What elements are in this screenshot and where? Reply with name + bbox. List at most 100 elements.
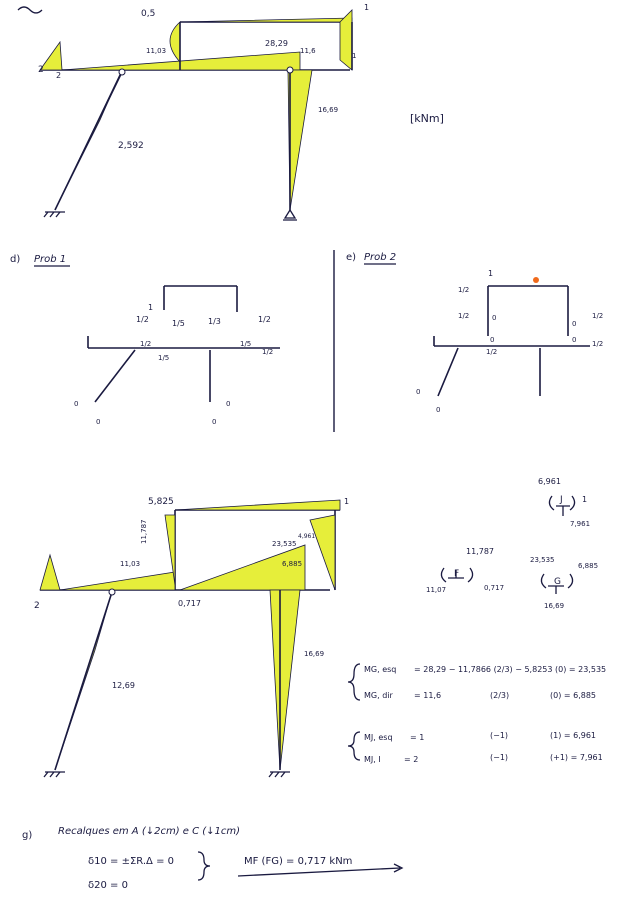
hinge-node [118, 68, 126, 76]
result-underline [237, 867, 401, 877]
label-2: 2 [38, 65, 44, 75]
val-one: 1 [148, 303, 153, 312]
node-J: 6,961 J 1 7,961 [538, 477, 590, 528]
eq1-lhs: MG, esq [364, 665, 396, 674]
eq4-lhs: MJ, I [364, 755, 381, 764]
val-zero-d: 0 [212, 418, 216, 426]
strut [94, 349, 136, 403]
node-G-letter: G [554, 577, 561, 587]
val-zero-c: 0 [572, 336, 576, 344]
node-F-right: 0,717 [484, 584, 504, 592]
fill-beam-right [179, 544, 306, 591]
section-g-title: Recalques em A (↓2cm) e C (↓1cm) [58, 826, 240, 837]
node-F-left: 11,07 [426, 586, 446, 594]
val-half-c: 1/2 [592, 312, 603, 320]
val-2: 2 [34, 601, 40, 611]
node-G: 23,535 G 6,885 16,69 [530, 556, 598, 610]
section-g-eq1: δ10 = ±ΣR.Δ = 0 [88, 856, 174, 867]
val-1: 1 [344, 497, 349, 506]
val-half-b: 1/2 [258, 315, 271, 324]
fill-cantilever [39, 553, 61, 591]
val-third-a: 1/3 [208, 317, 221, 326]
label-1669: 16,69 [318, 106, 338, 114]
section-g: g) Recalques em A (↓2cm) e C (↓1cm) δ10 … [22, 826, 404, 891]
val-fifth-a: 1/5 [172, 319, 185, 328]
squiggle-mark [17, 6, 43, 14]
val-half-a: 1/2 [458, 286, 469, 294]
node-G-left: 23,535 [530, 556, 555, 564]
marker-dot [533, 277, 539, 283]
val-0717: 0,717 [178, 599, 201, 608]
val-zero-d: 0 [490, 336, 494, 344]
fill-post [164, 514, 176, 586]
label-2592: 2,592 [118, 141, 144, 151]
val-zero-f: 0 [436, 406, 440, 414]
fill-beam-left [59, 571, 176, 591]
moment-fill-beam [61, 51, 301, 71]
support-C [283, 208, 297, 221]
node-F-top: 11,787 [466, 547, 494, 556]
support-C [268, 771, 290, 778]
val-5825: 5,825 [148, 497, 174, 507]
val-zero-c: 0 [226, 400, 230, 408]
eq3-mid: (−1) [490, 731, 508, 740]
section-d-title: Prob 1 [34, 254, 66, 265]
label-1103: 11,03 [146, 47, 166, 55]
label-2b: 2 [56, 71, 61, 80]
eq3-right: (1) = 6,961 [550, 731, 596, 740]
arrow-icon [393, 863, 404, 873]
node-G-right: 6,885 [578, 562, 598, 570]
val-half-d: 1/2 [262, 348, 273, 356]
eq2-mid: (2/3) [490, 691, 509, 700]
eq4-rhs: = 2 [404, 755, 418, 764]
label-05: 0,5 [141, 9, 155, 19]
support-A [43, 771, 65, 778]
section-g-result: MF (FG) = 0,717 kNm [244, 856, 352, 867]
fill-upper [174, 499, 341, 511]
fill-right-post [309, 514, 336, 591]
val-half-d: 1/2 [592, 340, 603, 348]
val-23535: 23,535 [272, 540, 297, 548]
label-2829: 28,29 [265, 39, 288, 48]
eq2-right: (0) = 6,885 [550, 691, 596, 700]
node-F: 11,787 F 11,07 0,717 [426, 547, 504, 594]
label-1b: 1 [352, 52, 356, 60]
section-f-diagram: 5,825 11,787 11,03 0,717 23,535 6,885 4,… [34, 477, 606, 778]
moment-fill-arc [169, 21, 181, 64]
section-d-prob1: d) Prob 1 1 1/2 1/5 1/3 1/2 1/2 1/5 1/5 … [10, 254, 280, 426]
brace [347, 663, 361, 701]
node-J-top: 6,961 [538, 477, 561, 486]
val-6885: 6,885 [282, 560, 302, 568]
val-zero-b: 0 [572, 320, 576, 328]
val-half-c: 1/2 [140, 340, 151, 348]
section-e-title: Prob 2 [364, 252, 396, 263]
val-1103: 11,03 [120, 560, 140, 568]
moment-fill-upper [179, 17, 353, 23]
val-zero-a: 0 [492, 314, 496, 322]
section-d-label: d) [10, 254, 20, 265]
val-zero-a: 0 [74, 400, 78, 408]
val-half-b: 1/2 [458, 312, 469, 320]
node-J-right: 1 [582, 495, 587, 504]
section-e-prob2: e) Prob 2 1 1/2 1/2 0 1/2 0 0 1/2 0 1/2 … [346, 252, 603, 414]
node-F-symbol [440, 567, 474, 583]
val-half-e: 1/2 [486, 348, 497, 356]
left-strut [54, 71, 123, 211]
eq2-rhs: = 11,6 [414, 691, 441, 700]
label-116: 11,6 [300, 47, 316, 55]
strut [437, 347, 459, 397]
eq4-right: (+1) = 7,961 [550, 753, 603, 762]
eq3-rhs: = 1 [410, 733, 424, 742]
val-fifth-b: 1/5 [158, 354, 169, 362]
node-J-bottom: 7,961 [570, 520, 590, 528]
val-1669: 16,69 [304, 650, 324, 658]
val-11787: 11,787 [140, 520, 148, 545]
val-4961: 4,961 [298, 533, 315, 540]
eq4-mid: (−1) [490, 753, 508, 762]
section-e-label: e) [346, 252, 356, 263]
section-g-eq2: δ20 = 0 [88, 880, 128, 891]
val-fifth-c: 1/5 [240, 340, 251, 348]
section-g-label: g) [22, 830, 32, 841]
val-one: 1 [488, 269, 493, 278]
label-1: 1 [364, 3, 369, 12]
